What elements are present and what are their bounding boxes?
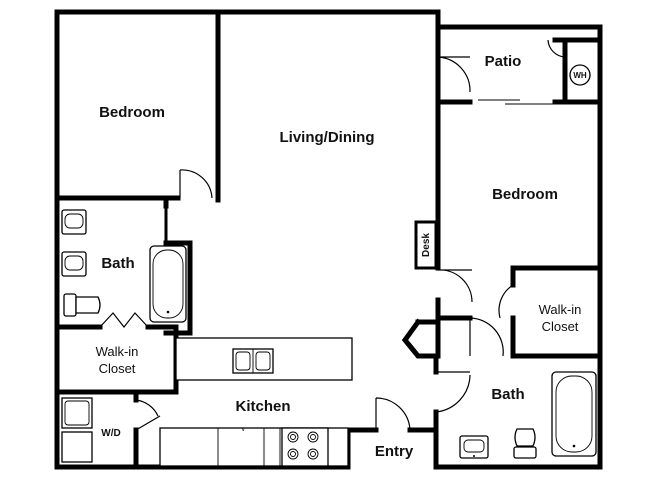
entry-label: Entry xyxy=(375,443,414,460)
living-dining-label: Living/Dining xyxy=(280,129,375,146)
exterior-walls xyxy=(54,9,603,470)
bath-1-label: Bath xyxy=(101,255,134,272)
walkin-closet-2-label-line1: Walk-in xyxy=(539,302,582,317)
walkin-closet-1-label-line2: Closet xyxy=(99,361,136,376)
patio-label: Patio xyxy=(485,53,522,70)
bedroom-1-label: Bedroom xyxy=(99,104,165,121)
water-heater-label: WH xyxy=(573,71,587,80)
fixtures: ∨ xyxy=(61,64,597,467)
svg-text:∨: ∨ xyxy=(241,427,245,433)
washer-dryer-label: W/D xyxy=(101,428,120,439)
walkin-closet-2-label-line2: Closet xyxy=(542,319,579,334)
desk-label: Desk xyxy=(421,233,432,257)
room-labels: Bedroom Living/Dining Patio WH Bedroom D… xyxy=(96,53,587,460)
walkin-closet-1-label-line1: Walk-in xyxy=(96,344,139,359)
bath-2-label: Bath xyxy=(491,386,524,403)
doors xyxy=(99,39,566,431)
bedroom-2-label: Bedroom xyxy=(492,186,558,203)
kitchen-label: Kitchen xyxy=(235,398,290,415)
windows xyxy=(95,9,548,30)
